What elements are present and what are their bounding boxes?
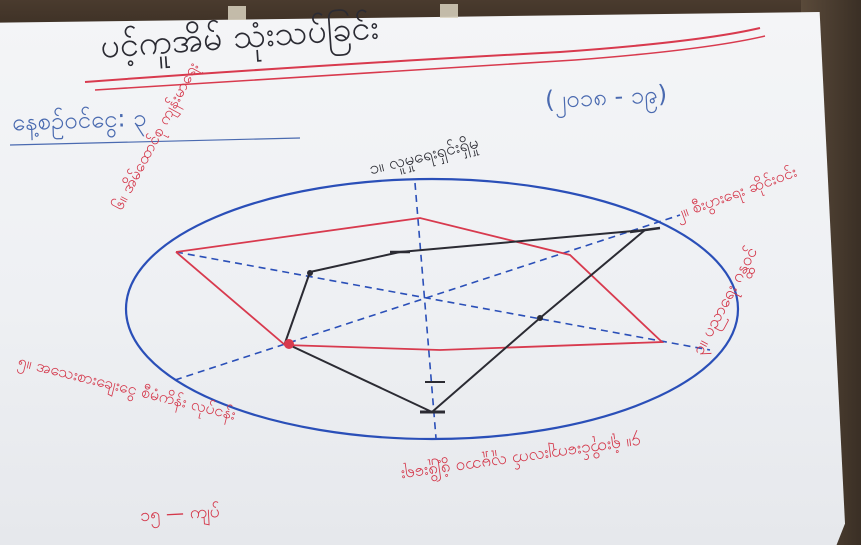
year-label: (၂၀၁၈ - ၁၉) bbox=[544, 79, 668, 115]
spoke-lowleft-upright bbox=[174, 214, 681, 381]
flipchart-paper bbox=[0, 12, 845, 545]
black-polygon bbox=[283, 228, 649, 414]
dot bbox=[284, 339, 294, 349]
subtitle-underline bbox=[9, 137, 301, 146]
dot bbox=[307, 270, 313, 276]
mark bbox=[629, 226, 661, 234]
tape-strip bbox=[228, 6, 246, 20]
spider-outer-circle bbox=[124, 177, 740, 441]
dot bbox=[537, 315, 543, 321]
spoke-vertical bbox=[414, 182, 437, 439]
title-underline-2 bbox=[94, 35, 766, 91]
tape-strip bbox=[440, 4, 458, 18]
spoke-left-right bbox=[175, 251, 711, 351]
title-underline bbox=[84, 27, 761, 83]
footer-note: ၁၅ — ကျပ် bbox=[139, 500, 221, 527]
participant-label: နေ့စဥ်ဝင်ငွေ: ၃ bbox=[11, 103, 148, 137]
